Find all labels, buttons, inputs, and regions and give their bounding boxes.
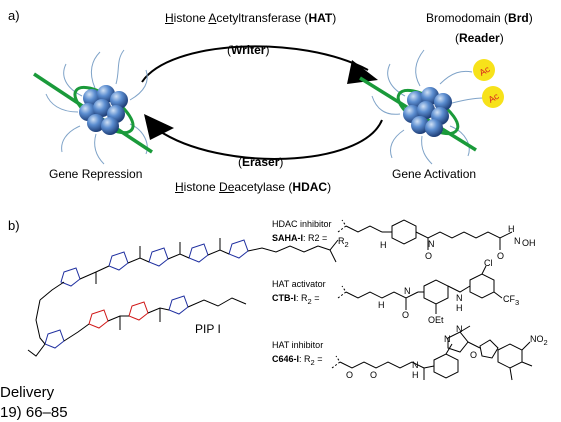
pyrrole-rings-top xyxy=(60,239,249,287)
nucleosome-left xyxy=(33,49,153,165)
histone-core-left xyxy=(79,85,128,135)
c646-atom-n2: N xyxy=(456,324,463,334)
gene-repression-caption: Gene Repression xyxy=(49,167,143,181)
saha-atom-n1: N xyxy=(428,239,435,249)
reader-role: (Reader) xyxy=(455,31,504,45)
panel-b-label: b) xyxy=(8,218,20,233)
amide-links-top xyxy=(79,238,339,284)
eraser-arrow xyxy=(157,119,383,160)
amide-links-bottom xyxy=(27,281,247,357)
overlay-text-line1: Delivery xyxy=(0,384,55,401)
ctb-atom-oet: OEt xyxy=(428,315,444,325)
ctb-atom-h2: H xyxy=(456,303,463,313)
c646-atom-o2: O xyxy=(370,370,378,380)
c646-atom-o3: O xyxy=(470,350,478,360)
writer-arrow xyxy=(141,45,369,83)
eraser-arrowhead xyxy=(144,114,174,140)
pip-i-structure xyxy=(27,238,339,357)
pyrrole-rings-bottom xyxy=(44,295,189,349)
saha-atom-o1: O xyxy=(425,251,433,261)
c646-atom-n3: N xyxy=(412,360,419,370)
c646-structure xyxy=(331,325,533,381)
eraser-title: Histone Deacetylase (HDAC) xyxy=(175,180,332,194)
reader-title: Bromodomain (Brd) xyxy=(426,11,533,25)
c646-label: C646-I: R2 = xyxy=(272,354,323,367)
overlay-text-line2: 19) 66–85 xyxy=(0,404,68,421)
writer-title: Histone Acetyltransferase (HAT) xyxy=(165,11,337,25)
ctb-category: HAT activator xyxy=(272,279,326,289)
saha-label: SAHA-I: R2 = xyxy=(272,233,328,243)
histone-core-right xyxy=(403,87,452,137)
c646-atom-o1: O xyxy=(346,370,354,380)
saha-atom-oh: OH xyxy=(522,238,536,248)
pip-r2-label: R2 xyxy=(338,236,349,249)
ctb-atom-n2: N xyxy=(456,293,463,303)
histone-tails-right xyxy=(371,49,485,165)
gene-activation-caption: Gene Activation xyxy=(392,167,477,181)
writer-arrowhead xyxy=(347,60,378,84)
ctb-label: CTB-I: R2 = xyxy=(272,293,320,306)
acetyl-group-upper xyxy=(473,59,495,81)
molecule-name: PIP I xyxy=(195,322,221,336)
saha-structure xyxy=(337,219,513,250)
panel-a-label: a) xyxy=(8,8,20,23)
ctb-atom-n1: N xyxy=(404,286,411,296)
ctb-atom-h1: H xyxy=(378,300,385,310)
saha-atom-nh2: H xyxy=(508,224,515,234)
c646-atom-n1: N xyxy=(444,334,451,344)
c646-atom-no2: NO2 xyxy=(530,334,548,347)
ctb-atom-cf3: CF3 xyxy=(503,294,520,307)
saha-atom-o2: O xyxy=(497,251,505,261)
saha-category: HDAC inhibitor xyxy=(272,219,332,229)
acetyl-group-lower xyxy=(482,86,504,108)
acetyl-label-upper: Ac xyxy=(477,64,492,78)
c646-atom-h: H xyxy=(412,370,419,380)
ctb-atom-o: O xyxy=(402,310,410,320)
nucleosome-right: Ac Ac xyxy=(359,49,504,165)
imidazole-rings xyxy=(88,301,149,329)
acetyl-label-lower: Ac xyxy=(486,91,501,105)
ctb-structure xyxy=(337,265,503,314)
ctb-atom-cl: Cl xyxy=(484,258,493,268)
saha-atom-n2: N xyxy=(514,236,521,246)
c646-category: HAT inhibitor xyxy=(272,340,324,350)
saha-atom-nh: H xyxy=(380,240,387,250)
